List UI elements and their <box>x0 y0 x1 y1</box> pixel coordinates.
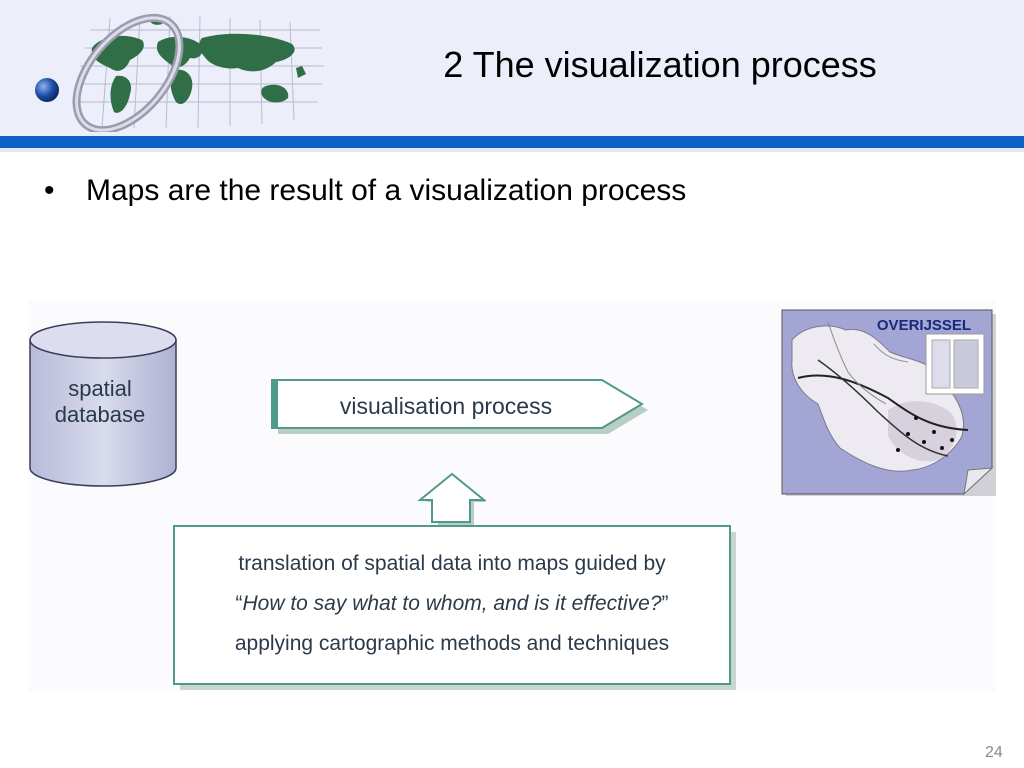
slide-title: 2 The visualization process <box>443 44 877 85</box>
quote-open: “ <box>235 592 242 615</box>
map-title: OVERIJSSEL <box>877 317 971 334</box>
bullet-text: Maps are the result of a visualization p… <box>86 174 687 207</box>
translation-line1: translation of spatial data into maps gu… <box>238 552 666 575</box>
database-label-line2: database <box>55 402 146 427</box>
translation-question: How to say what to whom, and is it effec… <box>242 592 661 615</box>
page-number: 24 <box>985 744 1003 761</box>
bullet-dot-icon: • <box>44 174 55 207</box>
overijssel-map: OVERIJSSEL <box>781 309 996 496</box>
globe-logo-icon <box>35 13 324 132</box>
bullet-item: • Maps are the result of a visualization … <box>44 174 686 208</box>
process-label: visualisation process <box>340 393 552 419</box>
spatial-database-cylinder: spatial database <box>29 321 177 487</box>
translation-line3: applying cartographic methods and techni… <box>235 632 669 655</box>
header-stripe <box>0 136 1024 148</box>
translation-box: translation of spatial data into maps gu… <box>173 525 736 690</box>
translation-line2: “How to say what to whom, and is it effe… <box>235 592 668 615</box>
up-arrow-icon <box>417 472 487 526</box>
visualization-process-diagram: spatial database visualisation process t… <box>28 300 996 692</box>
visualisation-process-arrow: visualisation process <box>271 379 648 434</box>
header-stripe-shadow <box>0 148 1024 152</box>
database-label-line1: spatial <box>68 376 132 401</box>
header-band: 2 The visualization process <box>0 0 1024 136</box>
quote-close: ” <box>662 592 669 615</box>
